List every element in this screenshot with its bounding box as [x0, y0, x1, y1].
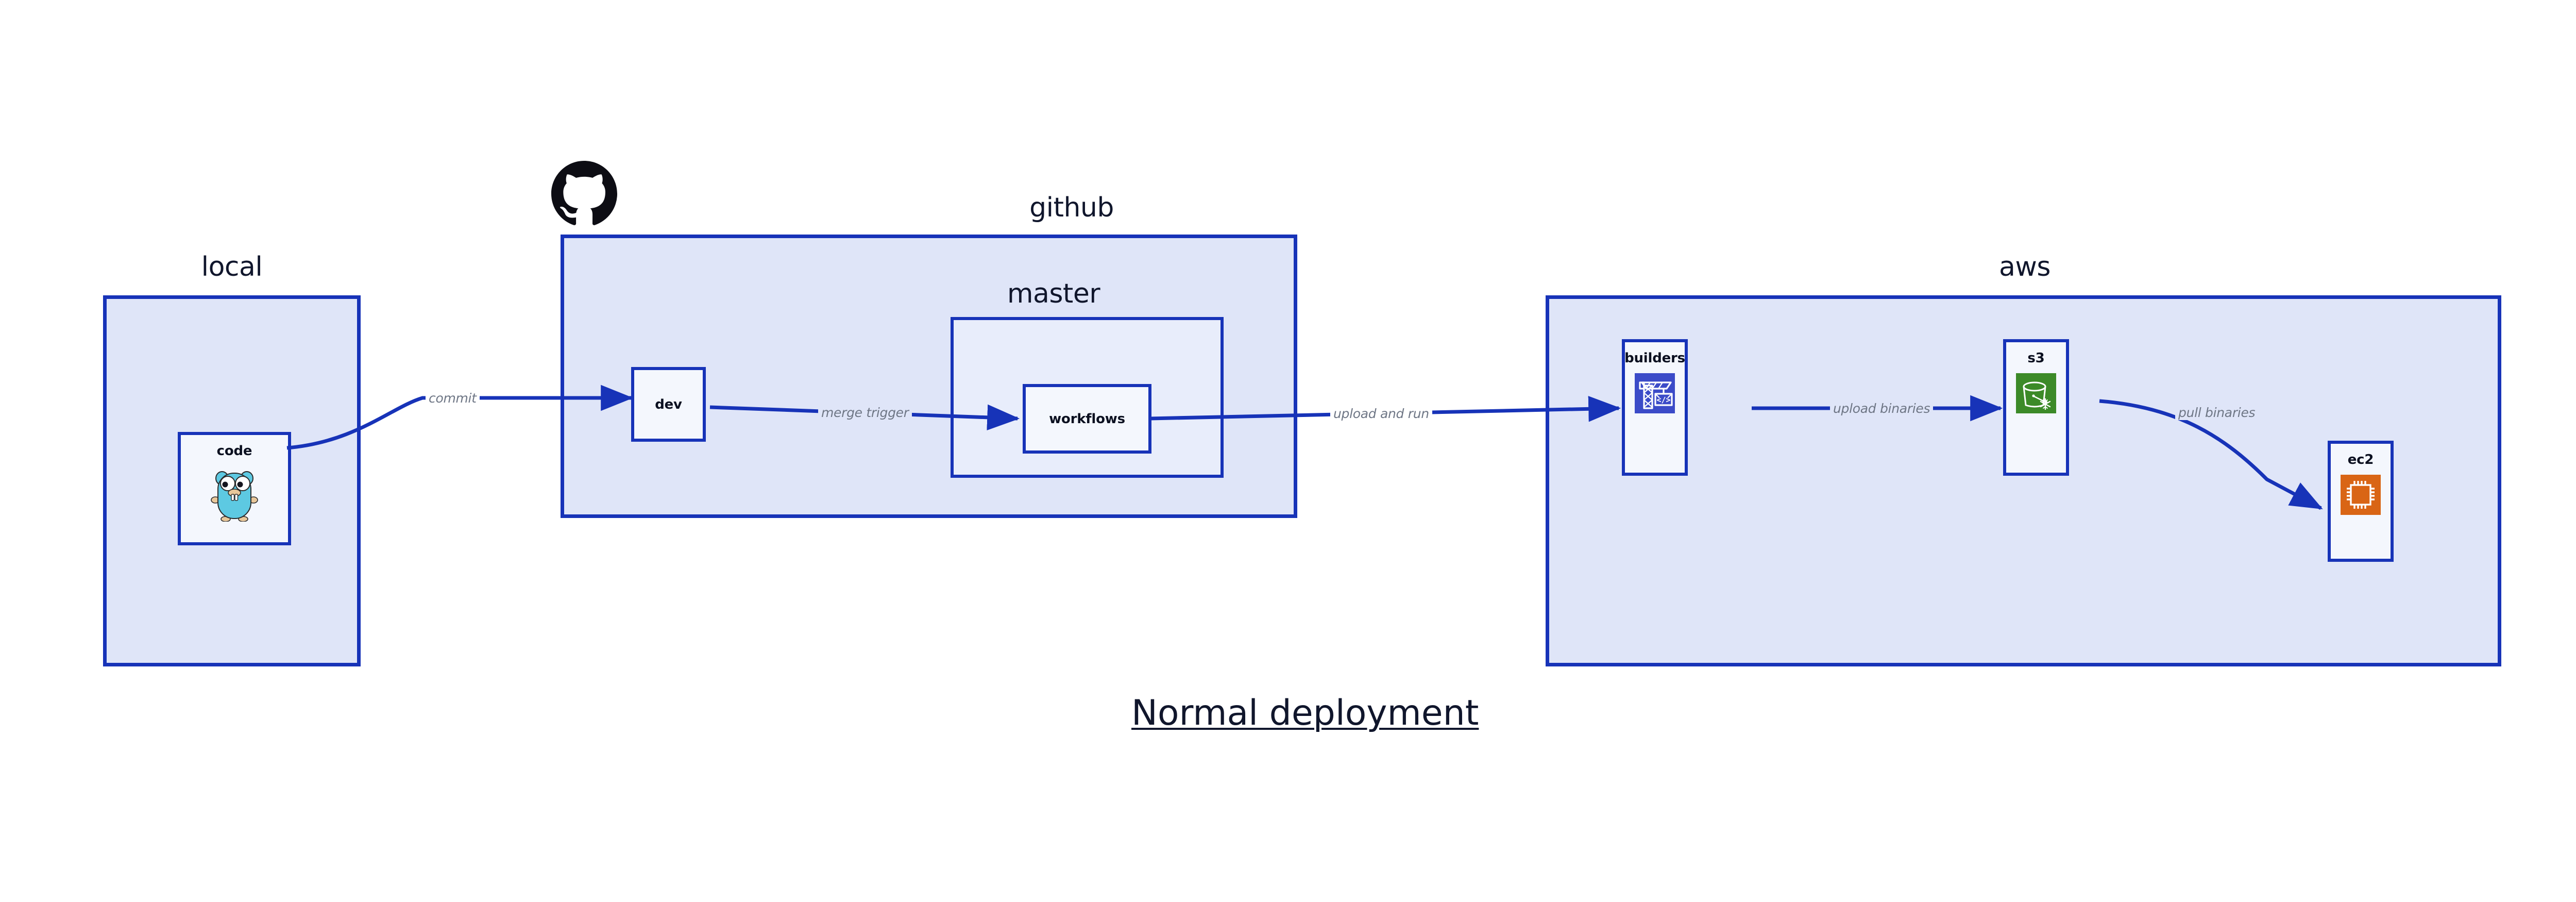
node-s3-label: s3	[2027, 350, 2045, 366]
edge-label-commit: commit	[426, 391, 480, 406]
node-workflows-label: workflows	[1049, 411, 1125, 427]
group-title-master: master	[1007, 278, 1100, 309]
svg-text:</>: </>	[1656, 395, 1670, 405]
node-builders-label: builders	[1624, 350, 1685, 366]
github-octocat-icon	[551, 161, 617, 229]
node-workflows[interactable]: workflows	[1023, 384, 1151, 454]
node-s3[interactable]: s3	[2003, 339, 2069, 476]
aws-builders-icon: </>	[1635, 373, 1675, 415]
node-code[interactable]: code	[178, 432, 291, 545]
edge-label-upload-binaries: upload binaries	[1830, 401, 1934, 416]
group-title-local: local	[201, 252, 263, 282]
go-gopher-icon	[211, 466, 258, 524]
edge-label-upload-and-run: upload and run	[1330, 406, 1432, 421]
aws-ec2-icon	[2341, 475, 2381, 517]
node-code-label: code	[216, 443, 252, 459]
edge-label-pull-binaries: pull binaries	[2175, 405, 2259, 420]
edge-label-merge-trigger: merge trigger	[818, 405, 912, 420]
node-dev[interactable]: dev	[631, 367, 706, 442]
diagram-title: Normal deployment	[1131, 693, 1479, 733]
node-ec2-label: ec2	[2347, 452, 2374, 467]
node-builders[interactable]: builders </>	[1622, 339, 1688, 476]
group-title-aws: aws	[1999, 252, 2051, 282]
group-title-github: github	[1029, 192, 1114, 223]
node-dev-label: dev	[655, 396, 682, 412]
node-ec2[interactable]: ec2	[2328, 441, 2394, 562]
aws-s3-icon	[2016, 373, 2056, 415]
